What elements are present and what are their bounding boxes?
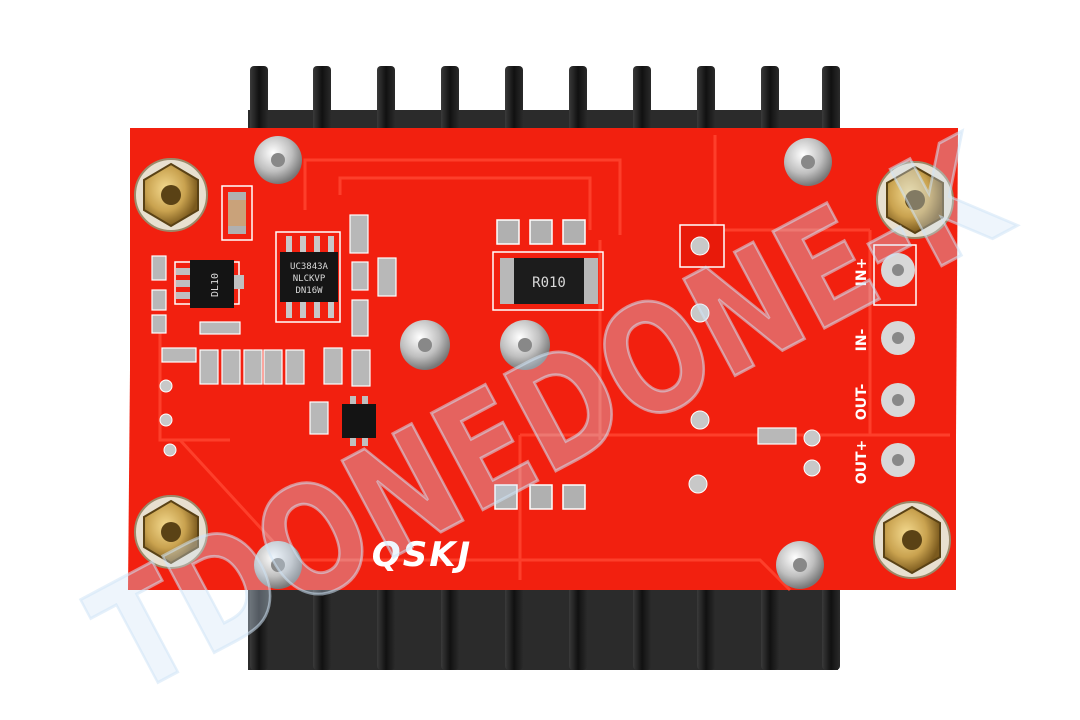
pad-out-plus xyxy=(881,443,915,477)
sot-marking: DL10 xyxy=(210,273,221,297)
label-out-plus: OUT+ xyxy=(854,440,870,485)
ic-marking-line-2: NLCKVP xyxy=(293,274,326,284)
screw-bottom-left xyxy=(254,541,302,589)
standoff-top-left xyxy=(134,158,208,232)
terminal-pads xyxy=(881,253,915,477)
shunt-resistor: R010 xyxy=(492,219,604,311)
pad-out-minus xyxy=(881,383,915,417)
brass-standoffs xyxy=(134,158,954,579)
smd-passives xyxy=(151,214,797,445)
label-in-minus: IN- xyxy=(854,328,870,351)
vias xyxy=(159,236,821,494)
screw-top-right xyxy=(784,138,832,186)
small-mosfet xyxy=(342,396,376,446)
ic-marking-line-1: UC3843A xyxy=(290,262,329,272)
screws xyxy=(254,136,832,589)
label-in-plus: IN+ xyxy=(854,258,870,287)
pad-in-minus xyxy=(881,321,915,355)
label-out-minus: OUT- xyxy=(854,384,870,421)
board-logo: QSKJ xyxy=(372,535,472,575)
components: DL10 UC3843A NLCKVP DN16W xyxy=(151,185,821,510)
smd-capacitor xyxy=(221,185,253,241)
standoff-bottom-left xyxy=(134,495,208,569)
screw-center-right xyxy=(500,320,550,370)
shunt-marking: R010 xyxy=(532,275,566,291)
screw-top-left xyxy=(254,136,302,184)
screw-bottom-right xyxy=(776,541,824,589)
heatsink-fins-bottom xyxy=(250,580,840,670)
pad-in-plus xyxy=(881,253,915,287)
sot-transistor: DL10 xyxy=(174,260,244,308)
screw-center-left xyxy=(400,320,450,370)
diode-pads xyxy=(494,484,586,510)
pwm-controller-ic: UC3843A NLCKVP DN16W xyxy=(275,231,341,323)
standoff-bottom-right xyxy=(873,501,951,579)
copper-traces xyxy=(158,135,950,592)
standoff-top-right xyxy=(876,161,954,239)
ic-marking-line-3: DN16W xyxy=(295,286,323,296)
